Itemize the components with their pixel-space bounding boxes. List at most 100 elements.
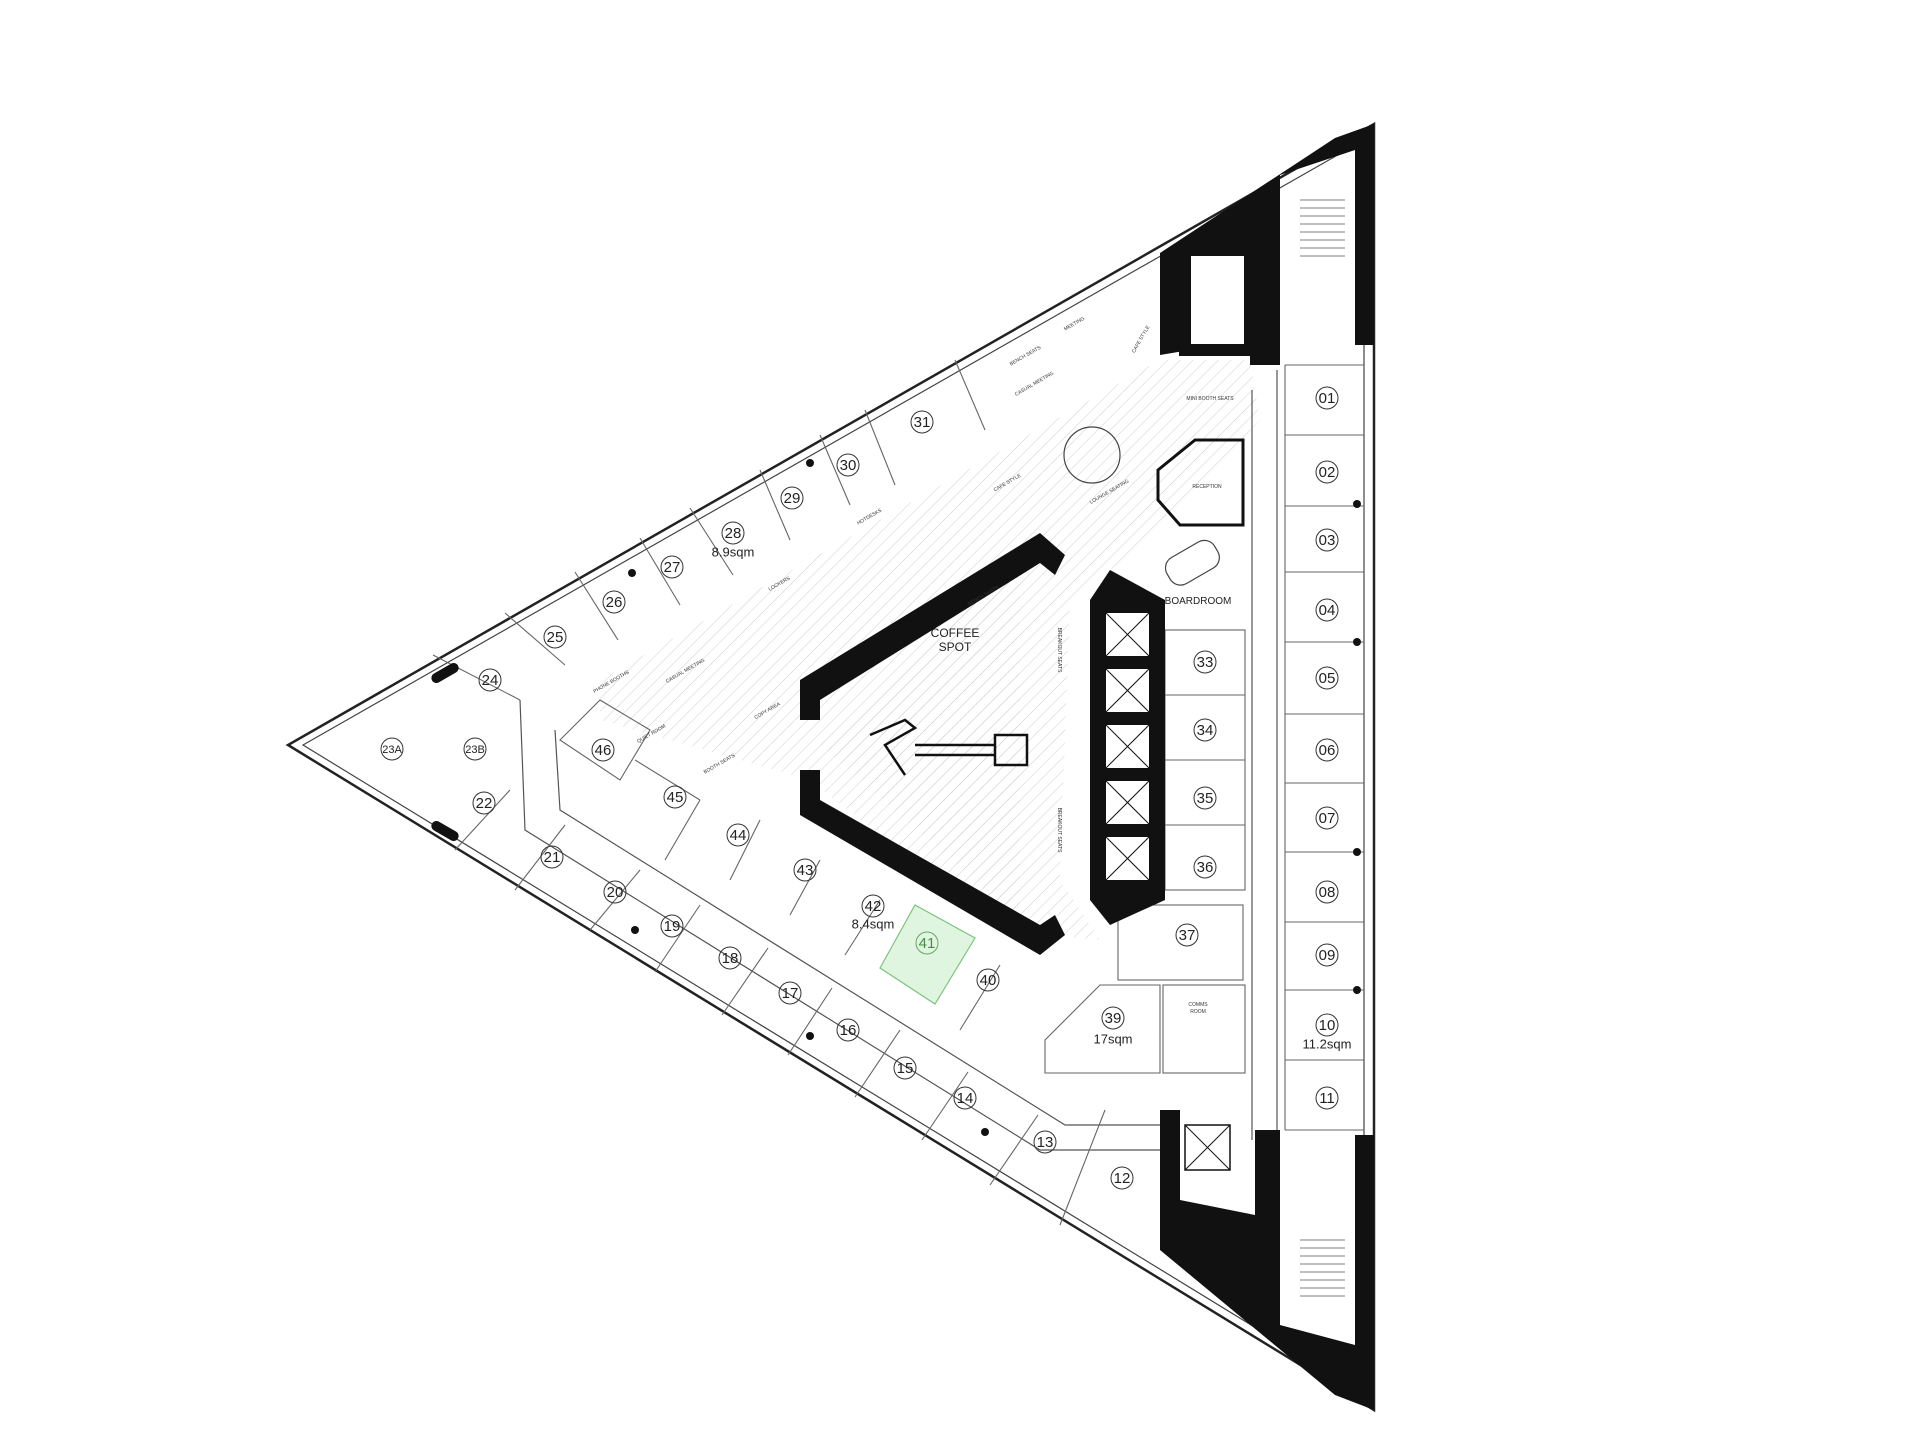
room-07[interactable]: 07 bbox=[1315, 806, 1339, 830]
room-26[interactable]: 26 bbox=[602, 590, 626, 614]
svg-text:04: 04 bbox=[1319, 602, 1336, 619]
room-14[interactable]: 14 bbox=[953, 1086, 977, 1110]
svg-text:01: 01 bbox=[1319, 390, 1336, 407]
svg-text:31: 31 bbox=[914, 414, 931, 431]
room-06[interactable]: 06 bbox=[1315, 738, 1339, 762]
room-11[interactable]: 11 bbox=[1315, 1086, 1339, 1110]
boardroom-label: BOARDROOM bbox=[1165, 596, 1232, 607]
svg-text:29: 29 bbox=[784, 490, 801, 507]
room-01[interactable]: 01 bbox=[1315, 386, 1339, 410]
room-05[interactable]: 05 bbox=[1315, 666, 1339, 690]
svg-text:24: 24 bbox=[482, 672, 499, 689]
room-17[interactable]: 17 bbox=[778, 981, 802, 1005]
svg-text:18: 18 bbox=[722, 950, 739, 967]
atrium-wall-south bbox=[800, 770, 1065, 955]
atrium-wall-north bbox=[800, 533, 1065, 720]
svg-text:03: 03 bbox=[1319, 532, 1336, 549]
room-41[interactable]: 41 bbox=[915, 931, 939, 955]
coffee-spot-label-1: COFFEE bbox=[931, 626, 980, 640]
room-04[interactable]: 04 bbox=[1315, 598, 1339, 622]
room-08[interactable]: 08 bbox=[1315, 880, 1339, 904]
svg-text:28: 28 bbox=[725, 525, 742, 542]
stair-treads-north bbox=[1300, 199, 1345, 257]
svg-text:02: 02 bbox=[1319, 464, 1336, 481]
svg-text:23A: 23A bbox=[382, 744, 402, 756]
room-24[interactable]: 24 bbox=[478, 668, 502, 692]
room-21[interactable]: 21 bbox=[540, 845, 564, 869]
boardroom-table bbox=[1164, 539, 1220, 586]
svg-text:09: 09 bbox=[1319, 947, 1336, 964]
room-33[interactable]: 33 bbox=[1193, 650, 1217, 674]
structural-columns bbox=[628, 459, 1361, 1136]
room-20[interactable]: 20 bbox=[603, 880, 627, 904]
lounge-round bbox=[1063, 426, 1121, 484]
room-40[interactable]: 40 bbox=[976, 968, 1000, 992]
room-30[interactable]: 30 bbox=[836, 453, 860, 477]
curtain-wall bbox=[301, 138, 1365, 1396]
comms-room-label-1: COMMS bbox=[1188, 1002, 1208, 1008]
stair-treads-south bbox=[1300, 1239, 1345, 1297]
svg-text:44: 44 bbox=[730, 827, 747, 844]
room-09[interactable]: 09 bbox=[1315, 943, 1339, 967]
svg-text:17sqm: 17sqm bbox=[1093, 1031, 1132, 1046]
svg-text:17: 17 bbox=[782, 985, 799, 1002]
atrium-void bbox=[820, 560, 1020, 920]
room-22[interactable]: 22 bbox=[472, 791, 496, 815]
room-43[interactable]: 43 bbox=[793, 858, 817, 882]
room-37[interactable]: 37 bbox=[1175, 923, 1199, 947]
room-27[interactable]: 27 bbox=[660, 555, 684, 579]
svg-text:25: 25 bbox=[547, 629, 564, 646]
svg-text:23B: 23B bbox=[465, 744, 485, 756]
svg-text:30: 30 bbox=[840, 457, 857, 474]
svg-text:13: 13 bbox=[1037, 1134, 1054, 1151]
svg-text:21: 21 bbox=[544, 849, 561, 866]
room-23a[interactable]: 23A bbox=[380, 737, 404, 761]
room-03[interactable]: 03 bbox=[1315, 528, 1339, 552]
room-36[interactable]: 36 bbox=[1193, 855, 1217, 879]
svg-text:36: 36 bbox=[1197, 859, 1214, 876]
room-12[interactable]: 12 bbox=[1110, 1166, 1134, 1190]
svg-text:8.4sqm: 8.4sqm bbox=[852, 916, 895, 931]
svg-text:12: 12 bbox=[1114, 1170, 1131, 1187]
room-45[interactable]: 45 bbox=[663, 785, 687, 809]
room-13[interactable]: 13 bbox=[1033, 1130, 1057, 1154]
stair-core-south bbox=[1160, 1110, 1374, 1410]
svg-text:46: 46 bbox=[595, 742, 612, 759]
room-23b[interactable]: 23B bbox=[463, 737, 487, 761]
room-18[interactable]: 18 bbox=[718, 946, 742, 970]
room-28[interactable]: 288.9sqm bbox=[712, 521, 755, 559]
svg-text:45: 45 bbox=[667, 789, 684, 806]
room-34[interactable]: 34 bbox=[1193, 718, 1217, 742]
room-35[interactable]: 35 bbox=[1193, 786, 1217, 810]
svg-text:26: 26 bbox=[606, 594, 623, 611]
room-31[interactable]: 31 bbox=[910, 410, 934, 434]
room-42[interactable]: 428.4sqm bbox=[852, 894, 895, 931]
svg-text:35: 35 bbox=[1197, 790, 1214, 807]
svg-text:06: 06 bbox=[1319, 742, 1336, 759]
room-41-highlight[interactable] bbox=[879, 904, 976, 1005]
room-02[interactable]: 02 bbox=[1315, 460, 1339, 484]
room-15[interactable]: 15 bbox=[893, 1056, 917, 1080]
room-29[interactable]: 29 bbox=[780, 486, 804, 510]
east-wing-partitions bbox=[1284, 364, 1364, 1131]
svg-text:10: 10 bbox=[1319, 1017, 1336, 1034]
svg-text:14: 14 bbox=[957, 1090, 974, 1107]
reception-wall bbox=[1156, 438, 1245, 527]
room-46[interactable]: 46 bbox=[591, 738, 615, 762]
svg-text:16: 16 bbox=[840, 1022, 857, 1039]
atrium-bridge bbox=[869, 718, 1029, 776]
inner-ring-left-outer bbox=[519, 699, 1170, 1151]
room-25[interactable]: 25 bbox=[543, 625, 567, 649]
svg-text:BREAKOUT SEATS: BREAKOUT SEATS bbox=[1056, 808, 1062, 853]
stair-core-north-inner bbox=[1179, 244, 1256, 356]
room-44[interactable]: 44 bbox=[726, 823, 750, 847]
svg-text:37: 37 bbox=[1179, 927, 1196, 944]
north-wing-partitions bbox=[432, 359, 986, 701]
svg-text:33: 33 bbox=[1197, 654, 1214, 671]
room-19[interactable]: 19 bbox=[660, 914, 684, 938]
reception-label: RECEPTION bbox=[1192, 484, 1222, 490]
room-16[interactable]: 16 bbox=[836, 1018, 860, 1042]
svg-text:43: 43 bbox=[797, 862, 814, 879]
